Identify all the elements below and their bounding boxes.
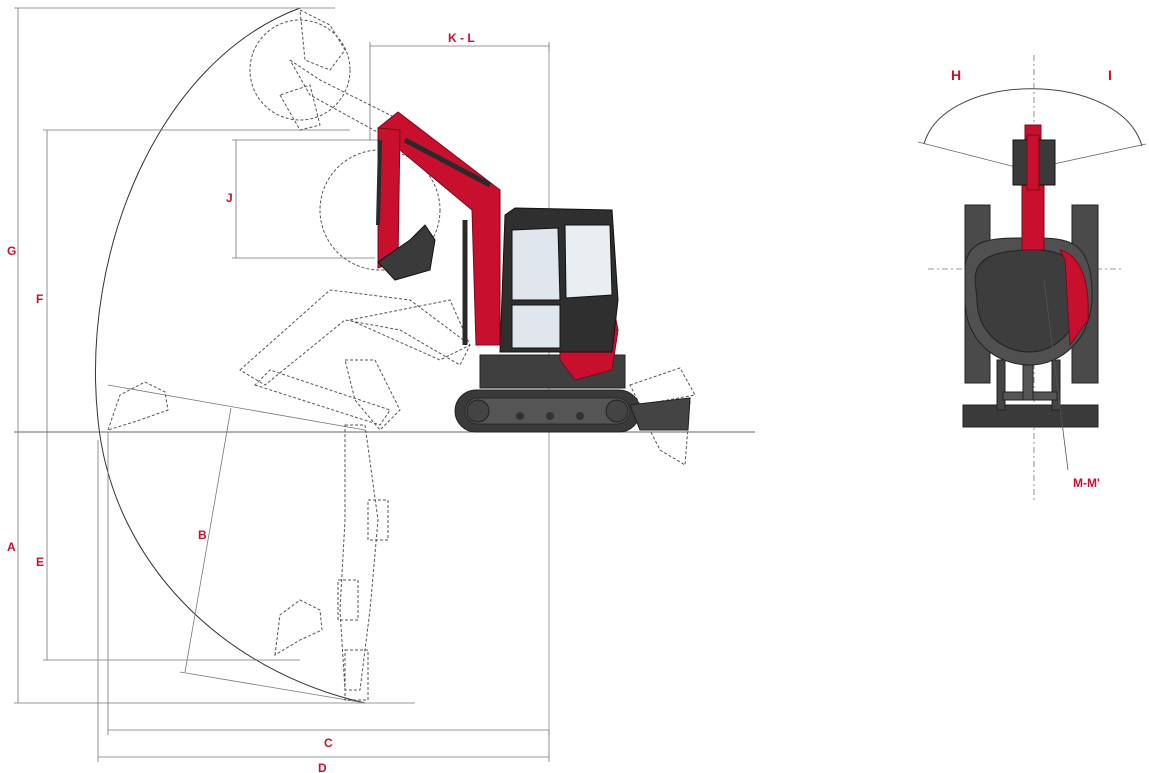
ghost-arm-reach bbox=[239, 289, 471, 431]
ghost-bucket-left bbox=[107, 381, 169, 431]
dim-label-b: B bbox=[198, 528, 207, 542]
dim-label-i: I bbox=[1108, 67, 1112, 83]
dim-label-e: E bbox=[36, 555, 44, 569]
boom bbox=[377, 111, 501, 346]
dim-label-f: F bbox=[36, 292, 43, 306]
boom-swing-arc bbox=[923, 88, 1143, 147]
dim-label-kl: K - L bbox=[448, 31, 475, 45]
dim-label-a: A bbox=[7, 540, 16, 554]
dozer-blade bbox=[629, 397, 691, 431]
dim-label-h: H bbox=[951, 67, 961, 83]
ghost-arm-dig bbox=[337, 424, 389, 701]
top-boom bbox=[1021, 184, 1045, 251]
ghost-bucket-bottom bbox=[274, 599, 323, 656]
dim-label-d: D bbox=[318, 761, 327, 773]
dim-label-mm: M-M' bbox=[1073, 476, 1100, 490]
dim-label-j: J bbox=[226, 191, 233, 205]
reach-envelope-arc bbox=[95, 7, 366, 704]
excavator-side bbox=[376, 111, 691, 433]
dimension-lines bbox=[14, 7, 550, 762]
dim-label-g: G bbox=[7, 244, 16, 258]
ghost-dozer-blade bbox=[629, 367, 696, 466]
dim-label-c: C bbox=[324, 736, 333, 750]
top-dozer-blade bbox=[962, 404, 1099, 428]
bucket bbox=[377, 224, 436, 281]
top-view: H I M-M' bbox=[917, 55, 1147, 500]
side-view: G F A E B J K - L C D bbox=[7, 7, 755, 773]
